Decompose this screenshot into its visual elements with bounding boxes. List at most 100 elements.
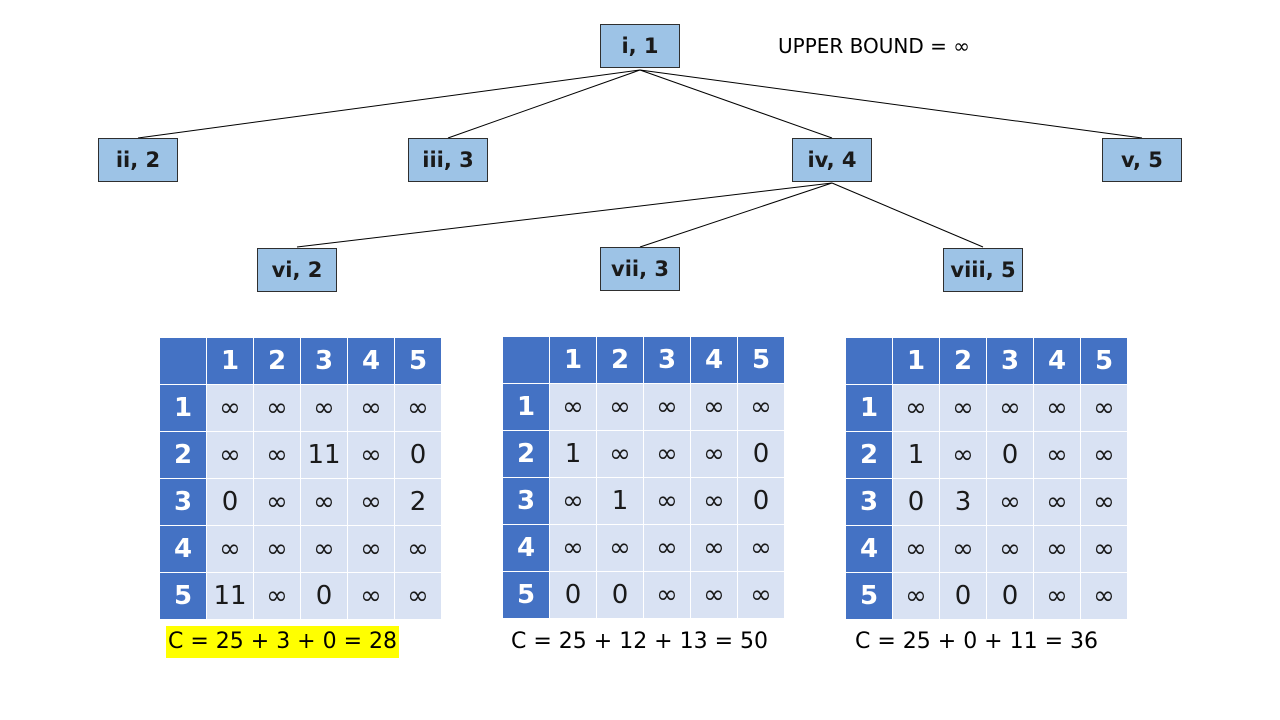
matrix-cell: ∞ xyxy=(347,478,395,526)
tree-node-i: i, 1 xyxy=(600,24,680,68)
row-header: 2 xyxy=(502,430,550,478)
matrix-cell: ∞ xyxy=(643,477,691,525)
matrix-cell: 0 xyxy=(549,571,597,619)
matrix-cell: ∞ xyxy=(596,430,644,478)
col-header: 4 xyxy=(1033,337,1081,385)
matrix-corner xyxy=(159,337,207,385)
row-header: 1 xyxy=(159,384,207,432)
edge-iv-vii xyxy=(639,182,833,248)
matrix-cell: ∞ xyxy=(892,384,940,432)
matrix-cell: ∞ xyxy=(253,478,301,526)
row-header: 5 xyxy=(502,571,550,619)
matrix-cell: ∞ xyxy=(643,571,691,619)
matrix-row: 1 ∞ ∞ ∞ ∞ ∞ xyxy=(502,383,785,431)
row-header: 2 xyxy=(845,431,893,479)
matrix-cell: ∞ xyxy=(300,478,348,526)
matrix-cell: 1 xyxy=(892,431,940,479)
matrix-row: 2 1 ∞ ∞ ∞ 0 xyxy=(502,430,785,478)
matrix-cell: ∞ xyxy=(1033,384,1081,432)
matrix-cell: 11 xyxy=(206,572,254,620)
cost-formula-vii: C = 25 + 12 + 13 = 50 xyxy=(511,629,769,654)
matrix-cell: ∞ xyxy=(1080,431,1128,479)
matrix-cell: 1 xyxy=(596,477,644,525)
matrix-cell: 0 xyxy=(300,572,348,620)
matrix-cell: ∞ xyxy=(643,383,691,431)
tree-node-ii: ii, 2 xyxy=(98,138,178,182)
matrix-cell: ∞ xyxy=(347,525,395,573)
edge-iv-viii xyxy=(831,182,984,248)
tree-node-iii: iii, 3 xyxy=(408,138,488,182)
matrix-cell: ∞ xyxy=(347,431,395,479)
matrix-cell: ∞ xyxy=(253,525,301,573)
matrix-cell: ∞ xyxy=(596,383,644,431)
edge-i-iii xyxy=(447,69,641,139)
row-header: 5 xyxy=(845,572,893,620)
row-header: 2 xyxy=(159,431,207,479)
matrix-cell: ∞ xyxy=(206,384,254,432)
matrix-cell: ∞ xyxy=(690,524,738,572)
col-header: 5 xyxy=(394,337,442,385)
matrix-cell: ∞ xyxy=(986,478,1034,526)
matrix-cell: 1 xyxy=(549,430,597,478)
col-header: 3 xyxy=(986,337,1034,385)
cost-formula-viii: C = 25 + 0 + 11 = 36 xyxy=(855,629,1099,654)
matrix-cell: ∞ xyxy=(690,571,738,619)
col-header: 2 xyxy=(596,336,644,384)
matrix-cell: ∞ xyxy=(253,572,301,620)
matrix-cell: ∞ xyxy=(737,571,785,619)
matrix-cell: 3 xyxy=(939,478,987,526)
row-header: 3 xyxy=(502,477,550,525)
row-header: 3 xyxy=(845,478,893,526)
tree-node-v: v, 5 xyxy=(1102,138,1182,182)
col-header: 3 xyxy=(300,337,348,385)
matrix-cell: 11 xyxy=(300,431,348,479)
col-header: 4 xyxy=(690,336,738,384)
matrix-cell: 0 xyxy=(737,477,785,525)
matrix-cell: ∞ xyxy=(206,431,254,479)
matrix-cell: 0 xyxy=(394,431,442,479)
matrix-cell: ∞ xyxy=(939,384,987,432)
matrix-header-row: 1 2 3 4 5 xyxy=(159,337,442,385)
tree-node-vi: vi, 2 xyxy=(257,248,337,292)
matrix-cell: ∞ xyxy=(1033,478,1081,526)
matrix-cell: ∞ xyxy=(596,524,644,572)
matrix-row: 2 ∞ ∞ 11 ∞ 0 xyxy=(159,431,442,479)
matrix-row: 3 ∞ 1 ∞ ∞ 0 xyxy=(502,477,785,525)
matrix-row: 1 ∞ ∞ ∞ ∞ ∞ xyxy=(845,384,1128,432)
matrix-cell: ∞ xyxy=(892,525,940,573)
matrix-cell: ∞ xyxy=(300,384,348,432)
matrix-cell: ∞ xyxy=(394,384,442,432)
matrix-cell: ∞ xyxy=(549,524,597,572)
matrix-cell: ∞ xyxy=(643,524,691,572)
col-header: 1 xyxy=(549,336,597,384)
matrix-cell: ∞ xyxy=(690,430,738,478)
matrix-cell: ∞ xyxy=(892,572,940,620)
edge-i-ii xyxy=(137,69,641,139)
matrix-cell: ∞ xyxy=(690,477,738,525)
matrix-cell: ∞ xyxy=(394,572,442,620)
col-header: 1 xyxy=(206,337,254,385)
matrix-cell: ∞ xyxy=(1080,525,1128,573)
matrix-cell: 2 xyxy=(394,478,442,526)
matrix-cell: 0 xyxy=(986,572,1034,620)
tree-node-vii: vii, 3 xyxy=(600,247,680,291)
matrix-row: 1 ∞ ∞ ∞ ∞ ∞ xyxy=(159,384,442,432)
col-header: 4 xyxy=(347,337,395,385)
matrix-cell: 0 xyxy=(596,571,644,619)
matrix-row: 4 ∞ ∞ ∞ ∞ ∞ xyxy=(502,524,785,572)
row-header: 4 xyxy=(845,525,893,573)
matrix-row: 4 ∞ ∞ ∞ ∞ ∞ xyxy=(845,525,1128,573)
matrix-cell: ∞ xyxy=(347,572,395,620)
cost-formula-vi: C = 25 + 3 + 0 = 28 xyxy=(166,626,400,658)
col-header: 2 xyxy=(253,337,301,385)
matrix-cell: ∞ xyxy=(737,524,785,572)
matrix-cell: ∞ xyxy=(300,525,348,573)
matrix-cell: ∞ xyxy=(986,525,1034,573)
col-header: 5 xyxy=(1080,337,1128,385)
row-header: 1 xyxy=(845,384,893,432)
matrix-cell: ∞ xyxy=(1033,572,1081,620)
col-header: 1 xyxy=(892,337,940,385)
matrix-cell: ∞ xyxy=(643,430,691,478)
matrix-cell: ∞ xyxy=(737,383,785,431)
